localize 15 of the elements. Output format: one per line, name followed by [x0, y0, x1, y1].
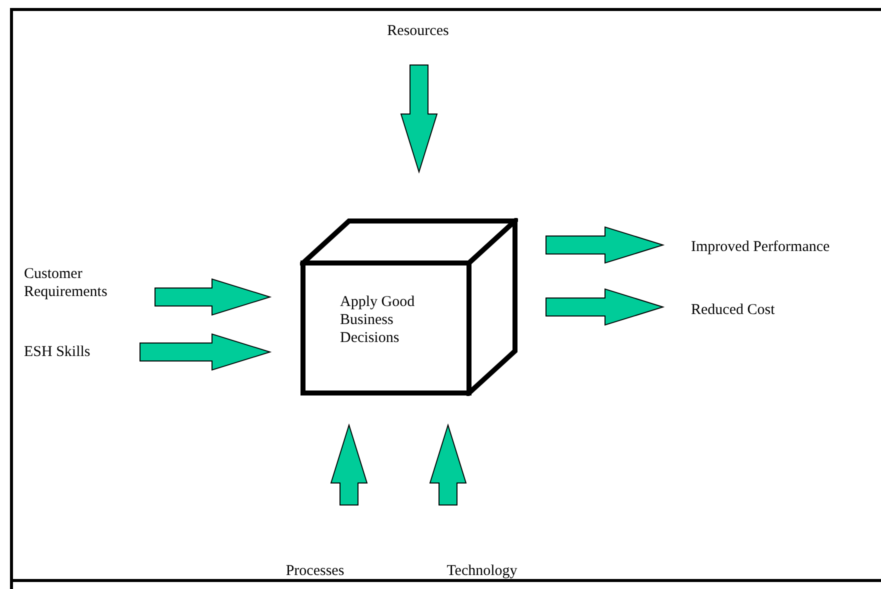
box-label: Apply Good Business Decisions	[340, 293, 416, 347]
block-arrow	[154, 278, 272, 316]
block-arrow	[400, 64, 438, 174]
input-label: ESH Skills	[24, 343, 92, 361]
block-arrow	[330, 423, 368, 506]
block-arrow	[546, 226, 665, 264]
block-arrow	[429, 423, 467, 506]
input-label: Processes	[284, 562, 346, 580]
output-label: Reduced Cost	[691, 301, 776, 319]
input-label: Customer Requirements	[24, 265, 108, 301]
block-arrow	[546, 288, 665, 326]
block-arrow	[140, 333, 272, 371]
output-label: Improved Performance	[691, 238, 831, 256]
input-label: Technology	[446, 562, 518, 580]
input-label: Resources	[386, 22, 450, 40]
